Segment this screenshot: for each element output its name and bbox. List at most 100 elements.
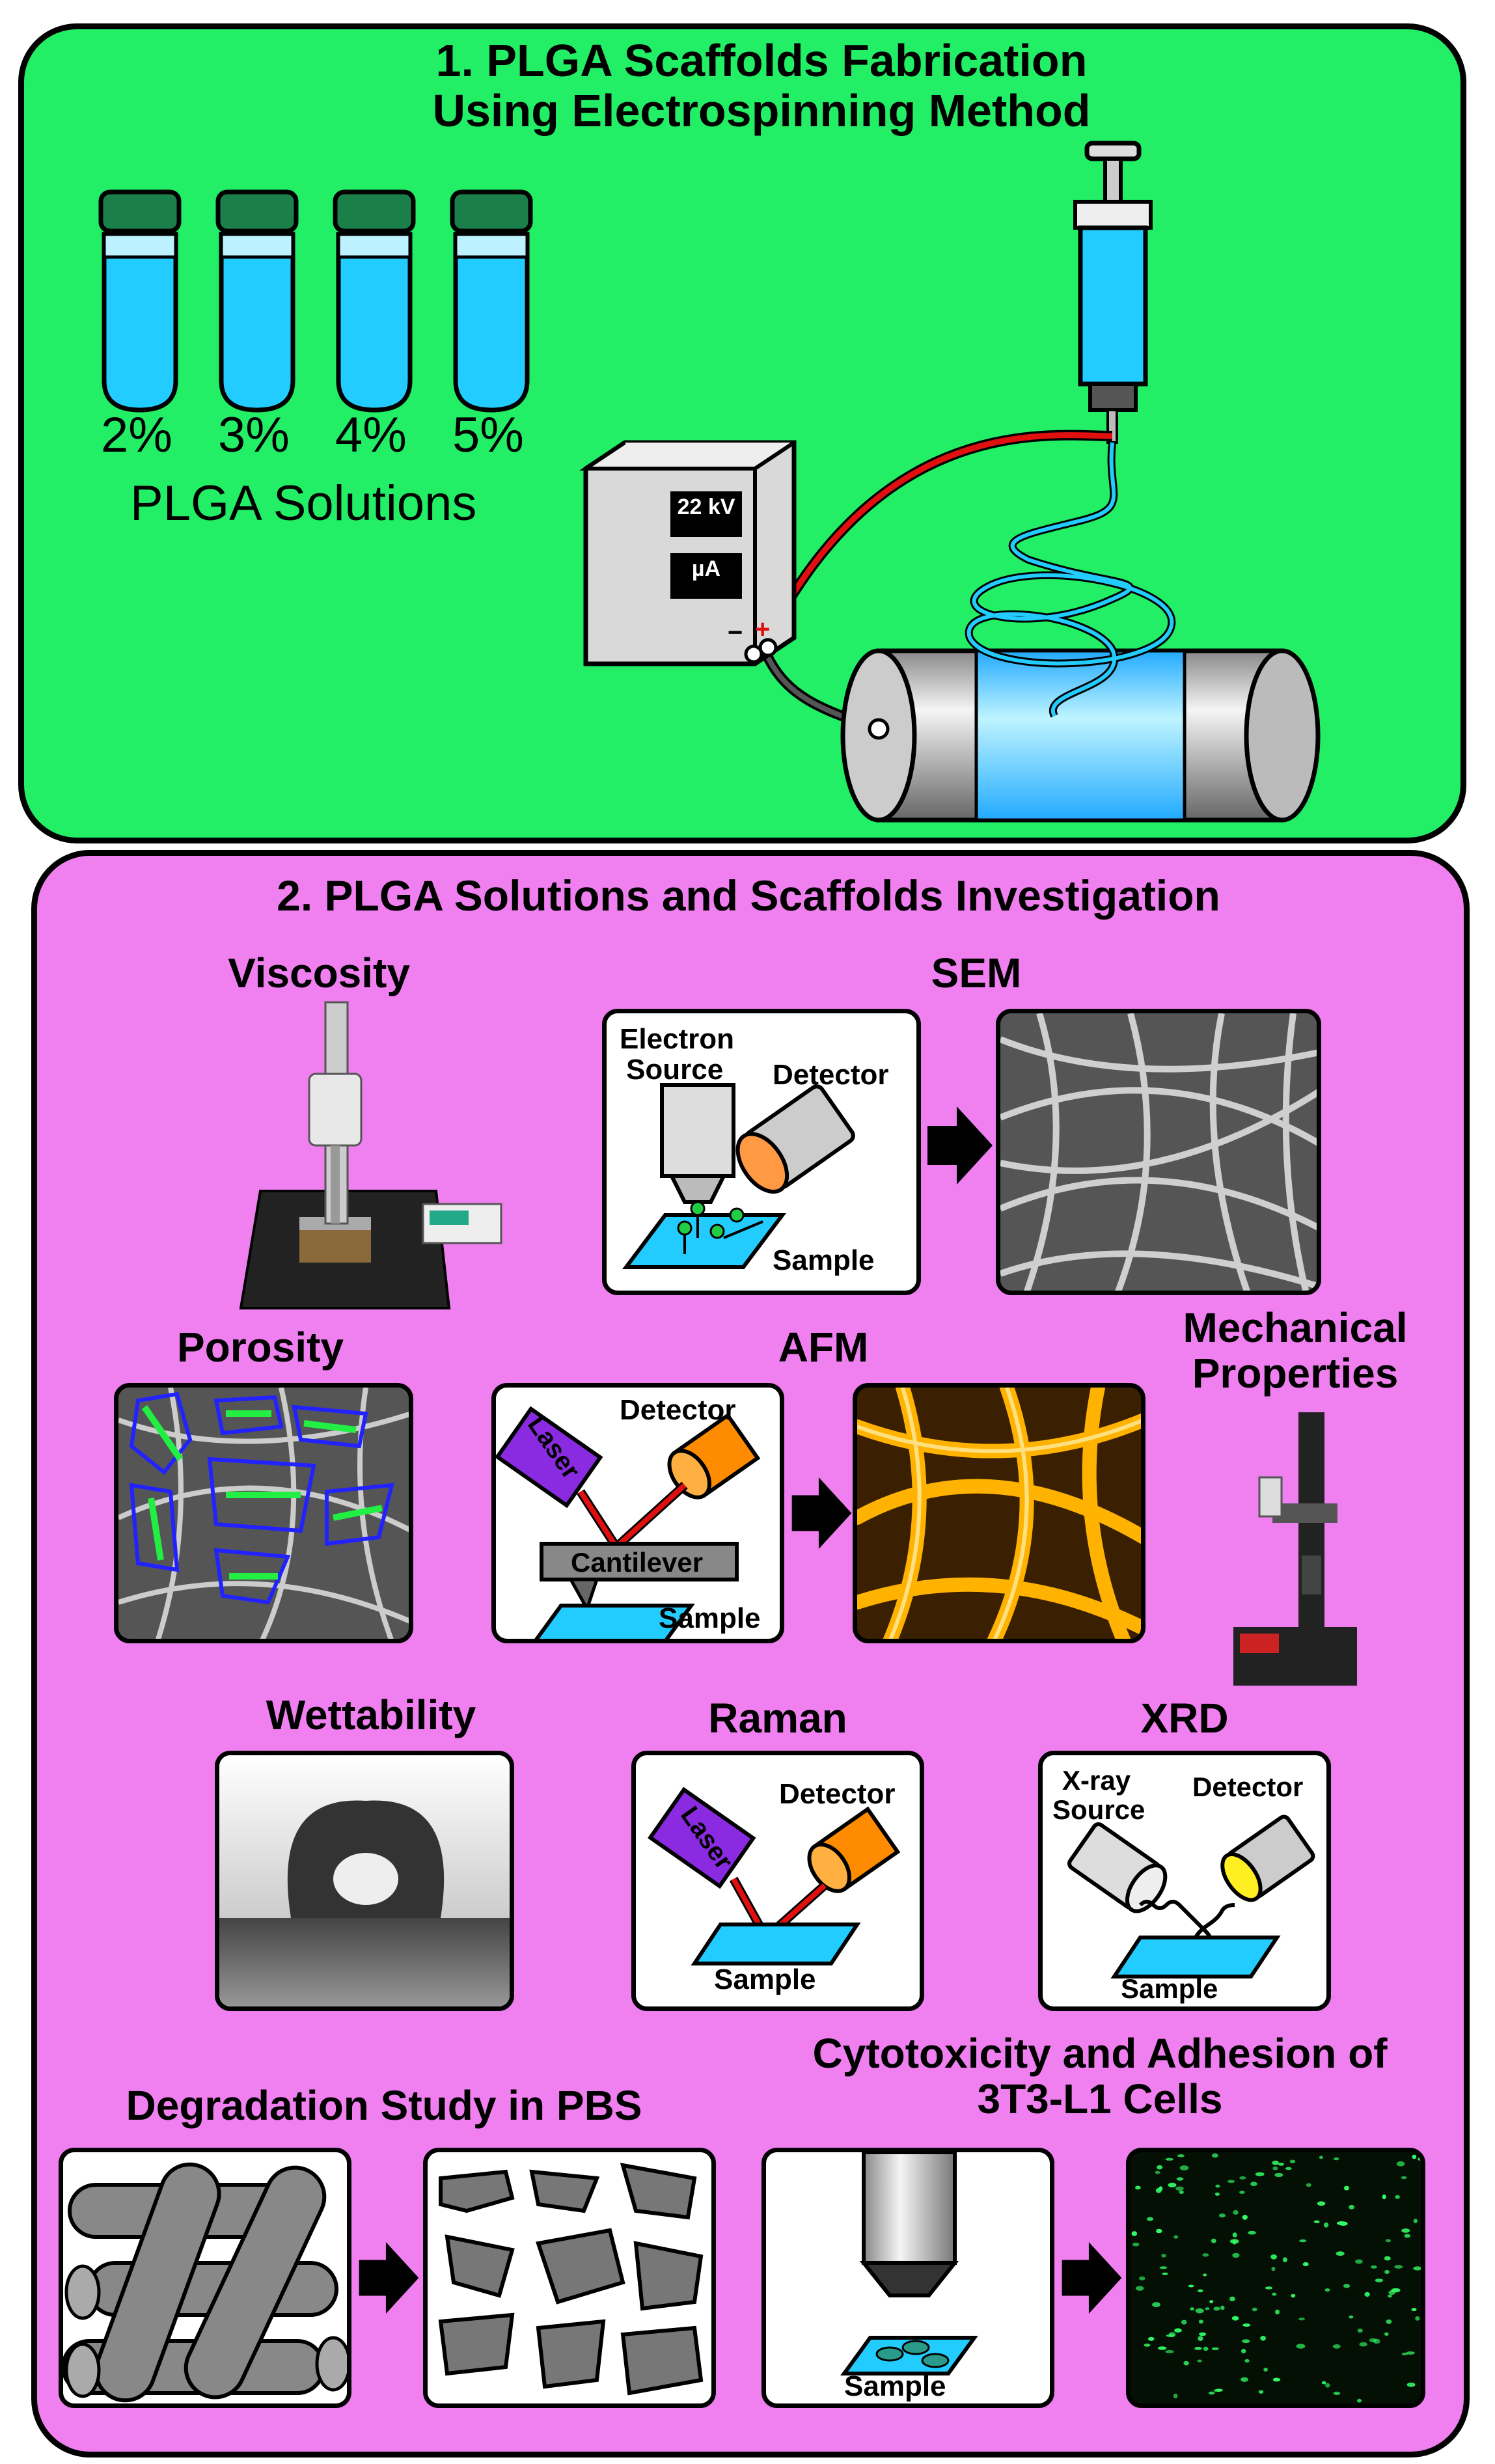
- xrd-source-line1: X-ray: [1062, 1765, 1131, 1796]
- cell-dot: [1147, 2217, 1153, 2221]
- cell-dot: [1205, 2307, 1210, 2310]
- cell-dot: [1375, 2279, 1384, 2282]
- cell-dot: [1242, 2339, 1250, 2344]
- cell-dot: [1255, 2172, 1265, 2176]
- cell-dot: [1396, 2161, 1405, 2167]
- cell-dot: [1233, 2210, 1239, 2215]
- cell-dot: [1296, 2344, 1306, 2349]
- cytotoxicity-title-line2: 3T3-L1 Cells: [977, 2075, 1223, 2123]
- cell-dot: [1214, 2192, 1220, 2196]
- vial-label-2: 2%: [101, 407, 172, 463]
- cell-dot: [1274, 2172, 1283, 2178]
- power-supply-icon: [579, 440, 797, 666]
- cell-dot: [1278, 2163, 1284, 2166]
- cell-dot: [1131, 2231, 1138, 2236]
- sem-detector-label: Detector: [773, 1059, 889, 1091]
- raman-sample-label: Sample: [714, 1964, 816, 1995]
- cell-dot: [1364, 2292, 1370, 2297]
- degradation-arrow-icon: [359, 2242, 419, 2314]
- cell-dot: [1229, 2239, 1239, 2244]
- voltage-display: 22 kV: [677, 495, 735, 519]
- cell-dot: [1291, 2293, 1296, 2298]
- electron-source-icon: [622, 1083, 855, 1269]
- degradation-after: [423, 2148, 716, 2408]
- cell-dot: [1152, 2302, 1160, 2307]
- degradation-before: [59, 2148, 351, 2408]
- cell-dot: [1289, 2159, 1296, 2163]
- cell-dot: [1135, 2286, 1144, 2291]
- vial-3-icon: [215, 189, 299, 413]
- cell-dot: [1285, 2167, 1292, 2170]
- cell-dot: [1371, 2265, 1377, 2269]
- cell-dot: [1343, 2284, 1351, 2288]
- cell-dot: [1349, 2204, 1354, 2210]
- afm-schematic: Laser Detector Cantilever Sample: [491, 1383, 784, 1643]
- cell-dot: [1369, 2338, 1377, 2343]
- cytotoxicity-title: Cytotoxicity and Adhesion of 3T3-L1 Cell…: [742, 2031, 1458, 2122]
- cell-dot: [1355, 2259, 1363, 2264]
- cell-dot: [1325, 2383, 1330, 2388]
- collector-drum-icon: [840, 648, 1321, 823]
- xray-source-icon: [1067, 1814, 1315, 1978]
- cell-dot: [1232, 2252, 1240, 2258]
- cell-dot: [1413, 2266, 1421, 2271]
- cell-dot: [1275, 2309, 1280, 2315]
- cell-dot: [1384, 2269, 1390, 2275]
- cell-dot: [1406, 2351, 1415, 2355]
- wettability-title: Wettability: [266, 1691, 476, 1738]
- fluorescent-cells: [1131, 2152, 1421, 2403]
- cell-dot: [1197, 2359, 1202, 2362]
- tensile-tester-icon: [1233, 1412, 1357, 1686]
- cell-dot: [1272, 2292, 1277, 2296]
- cell-dot: [1252, 2307, 1257, 2312]
- cell-dot: [1242, 2323, 1251, 2327]
- cell-dot: [1333, 2391, 1341, 2396]
- sem-title: SEM: [931, 950, 1022, 996]
- cell-dot: [1232, 2232, 1237, 2238]
- cell-dot: [1317, 2201, 1326, 2206]
- cell-dot: [1401, 2176, 1407, 2180]
- cell-dot: [1231, 2316, 1239, 2321]
- afm-detector-label: Detector: [620, 1394, 736, 1426]
- degradation-title: Degradation Study in PBS: [126, 2082, 642, 2129]
- cell-dot: [1159, 2266, 1168, 2269]
- intact-fibers-icon: [63, 2162, 347, 2403]
- cell-dot: [1272, 2377, 1281, 2382]
- cell-dot: [1415, 2316, 1420, 2321]
- sem-arrow-icon: [927, 1106, 993, 1184]
- afm-image: [853, 1383, 1145, 1643]
- cell-dot: [1202, 2253, 1209, 2257]
- cell-dot: [1248, 2230, 1256, 2235]
- cell-dot: [1244, 2359, 1250, 2363]
- cell-dot: [1270, 2254, 1277, 2260]
- cell-dot: [1198, 2336, 1203, 2341]
- cell-dot: [1202, 2273, 1207, 2277]
- cell-dot: [1173, 2235, 1179, 2239]
- cell-dot: [1144, 2343, 1151, 2347]
- cell-dot: [1177, 2154, 1185, 2157]
- porosity-title: Porosity: [176, 1324, 344, 1371]
- cell-dot: [1157, 2165, 1163, 2170]
- vial-2-icon: [98, 189, 182, 413]
- cell-dot: [1195, 2308, 1204, 2314]
- mechanical-title: Mechanical Properties: [1142, 1305, 1448, 1397]
- cell-dot: [1198, 2320, 1203, 2324]
- cell-dot: [1162, 2272, 1168, 2275]
- investigation-title: 2. PLGA Solutions and Scaffolds Investig…: [277, 871, 1220, 920]
- cell-dot: [1213, 2389, 1222, 2392]
- mechanical-title-line1: Mechanical: [1183, 1304, 1408, 1351]
- cell-dot: [1306, 2183, 1311, 2187]
- cell-dot: [1194, 2347, 1202, 2350]
- cell-dot: [1395, 2195, 1400, 2199]
- cell-dot: [1299, 2239, 1307, 2243]
- cell-dot: [1332, 2344, 1341, 2349]
- cell-dot: [1161, 2254, 1166, 2258]
- afm-laser-icon: [496, 1406, 761, 1639]
- cell-dot: [1250, 2182, 1257, 2186]
- fabrication-title-line1: 1. PLGA Scaffolds Fabrication: [435, 35, 1088, 86]
- cell-dot: [1282, 2257, 1287, 2262]
- cell-dot: [1412, 2154, 1417, 2159]
- cell-dot: [1212, 2153, 1218, 2158]
- cell-dot: [1321, 2381, 1326, 2385]
- cell-dot: [1218, 2213, 1226, 2218]
